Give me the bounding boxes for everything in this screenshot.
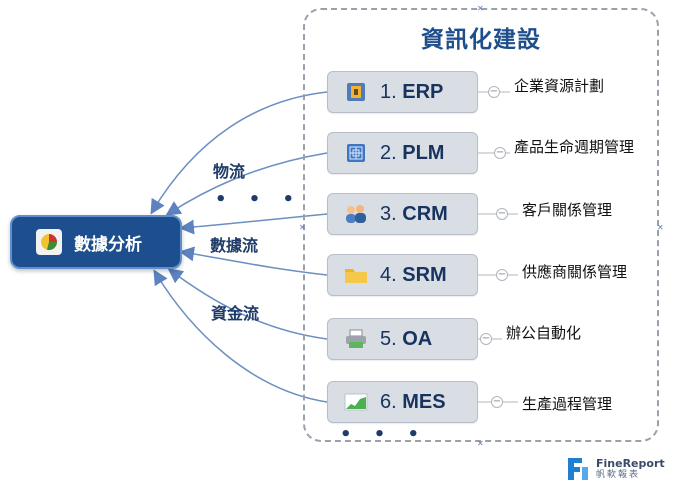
system-number-crm: 3. xyxy=(380,202,397,225)
pie-chart-icon xyxy=(36,229,62,255)
collapse-knob-mes[interactable]: − xyxy=(491,396,503,408)
system-node-srm[interactable]: 4. SRM xyxy=(327,254,478,296)
document-lock-icon xyxy=(342,80,370,104)
people-icon xyxy=(342,202,370,226)
system-description-mes: 生產過程管理 xyxy=(522,395,613,413)
system-node-mes[interactable]: 6. MES xyxy=(327,381,478,423)
diagram-title: 資訊化建設 xyxy=(421,27,541,53)
flow-label-capital: 資金流 xyxy=(211,304,260,323)
container-bottom-marker: ✕ xyxy=(477,439,484,448)
system-number-erp: 1. xyxy=(380,80,397,103)
system-node-plm[interactable]: 2. PLM xyxy=(327,132,478,174)
logo-brand: FineReport xyxy=(596,457,665,470)
finereport-logo: FineReport 帆軟報表 xyxy=(566,452,665,486)
hub-label: 數據分析 xyxy=(74,234,142,255)
container-right-marker: ✕ xyxy=(657,223,664,232)
system-description-srm: 供應商關係管理 xyxy=(522,263,628,281)
flow-label-material: 物流 xyxy=(213,162,246,181)
system-label-erp: 1. ERP xyxy=(380,81,443,104)
logo-subtitle: 帆軟報表 xyxy=(596,470,641,480)
system-description-crm: 客戶關係管理 xyxy=(522,201,613,219)
system-label-plm: 2. PLM xyxy=(380,142,444,165)
system-code-mes: MES xyxy=(402,390,446,413)
blueprint-icon xyxy=(342,141,370,165)
system-label-mes: 6. MES xyxy=(380,391,446,414)
system-node-oa[interactable]: 5. OA xyxy=(327,318,478,360)
system-label-srm: 4. SRM xyxy=(380,264,447,287)
collapse-knob-crm[interactable]: − xyxy=(496,208,508,220)
finereport-logo-text: FineReport 帆軟報表 xyxy=(596,457,665,481)
container-top-marker: ✕ xyxy=(477,4,484,13)
folder-icon xyxy=(342,263,370,287)
collapse-knob-oa[interactable]: − xyxy=(480,333,492,345)
collapse-knob-srm[interactable]: − xyxy=(496,269,508,281)
printer-icon xyxy=(342,327,370,351)
ellipsis-bottom: • • • xyxy=(340,424,428,445)
system-node-crm[interactable]: 3. CRM xyxy=(327,193,478,235)
system-description-erp: 企業資源計劃 xyxy=(514,77,605,95)
system-number-oa: 5. xyxy=(380,327,397,350)
system-code-plm: PLM xyxy=(402,141,445,164)
collapse-knob-plm[interactable]: − xyxy=(494,147,506,159)
system-description-plm: 產品生命週期管理 xyxy=(514,138,635,156)
system-number-plm: 2. xyxy=(380,141,397,164)
system-description-oa: 辦公自動化 xyxy=(506,324,582,342)
finereport-logo-icon xyxy=(566,456,590,482)
system-code-erp: ERP xyxy=(402,80,444,103)
system-number-srm: 4. xyxy=(380,263,397,286)
system-node-erp[interactable]: 1. ERP xyxy=(327,71,478,113)
ellipsis-left: • • • xyxy=(215,189,303,210)
system-group-container xyxy=(303,8,659,442)
system-label-oa: 5. OA xyxy=(380,328,432,351)
system-code-oa: OA xyxy=(402,327,433,350)
arrow-mes-to-hub xyxy=(153,269,328,403)
hub-node-data-analysis[interactable]: 數據分析 xyxy=(10,215,182,269)
system-number-mes: 6. xyxy=(380,390,397,413)
container-left-marker: ✕ xyxy=(299,223,306,232)
flow-label-data: 數據流 xyxy=(210,236,259,255)
area-chart-icon xyxy=(342,390,370,414)
system-code-crm: CRM xyxy=(402,202,448,225)
collapse-knob-erp[interactable]: − xyxy=(488,86,500,98)
system-label-crm: 3. CRM xyxy=(380,203,448,226)
system-code-srm: SRM xyxy=(402,263,447,286)
